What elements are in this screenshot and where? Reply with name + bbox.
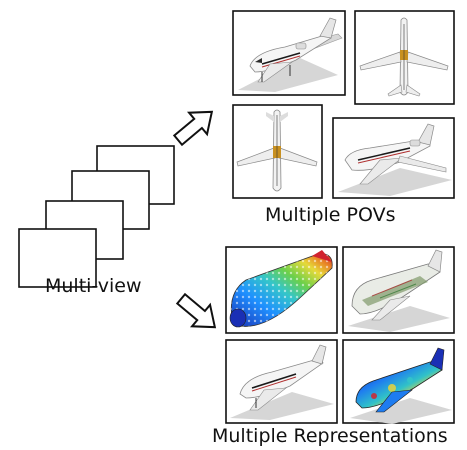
jet-aircraft-icon — [359, 17, 449, 97]
pov-panel-2 — [354, 10, 455, 105]
view-frame-1 — [18, 228, 97, 288]
representation-panel-2 — [342, 246, 455, 334]
multiple-representations-label: Multiple Representations — [212, 425, 448, 447]
multiview-label: Multi-view — [45, 275, 142, 297]
pov-panel-1 — [232, 10, 346, 96]
representation-panel-1 — [225, 246, 338, 334]
pov-panel-4 — [332, 117, 455, 199]
multiple-povs-label: Multiple POVs — [265, 204, 396, 226]
jet-aircraft-icon — [230, 344, 334, 420]
arrow-up-right-icon — [172, 110, 214, 147]
stacked-views-icon — [18, 145, 175, 288]
jet-aircraft-icon — [229, 250, 333, 328]
jet-aircraft-icon — [236, 109, 318, 192]
jet-aircraft-icon — [350, 347, 452, 424]
representation-panel-4 — [342, 339, 455, 424]
jet-aircraft-icon — [238, 17, 343, 92]
representation-panel-3 — [225, 339, 338, 424]
jet-aircraft-icon — [338, 123, 452, 196]
arrow-down-right-icon — [175, 292, 217, 329]
pov-panel-3 — [232, 104, 323, 199]
jet-aircraft-icon — [348, 249, 450, 332]
